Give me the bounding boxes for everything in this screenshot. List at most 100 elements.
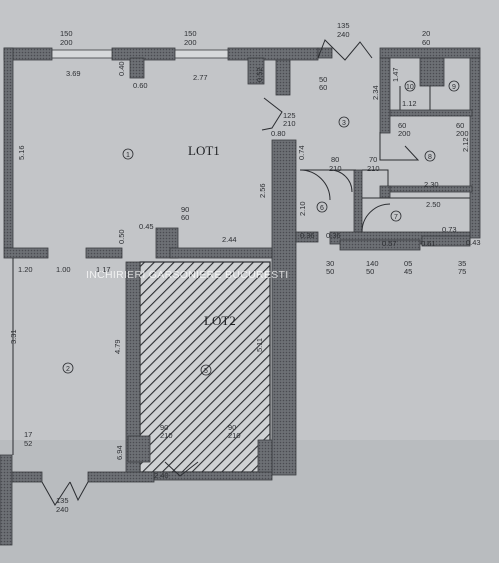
- dim-12a: 140: [366, 259, 379, 268]
- meas-036a: 0.36: [300, 231, 315, 240]
- meas-147: 1.47: [391, 67, 400, 82]
- dim-4a: 20: [422, 29, 430, 38]
- dim-9b: 210: [367, 164, 380, 173]
- dim-10a: 90: [181, 205, 189, 214]
- meas-074: 0.74: [297, 145, 306, 160]
- watermark-text: INCHIRIERI GARSONIERE BUCURESTI: [86, 269, 288, 281]
- dim-18b: 210: [160, 431, 173, 440]
- meas-050: 0.50: [117, 229, 126, 244]
- dim-11a: 30: [326, 259, 334, 268]
- dim-8b: 210: [329, 164, 342, 173]
- dim-7a: 60: [456, 121, 464, 130]
- meas-234: 2.34: [371, 85, 380, 100]
- meas-256: 2.56: [258, 183, 267, 198]
- meas-210: 2.10: [298, 201, 307, 216]
- meas-060: 0.60: [133, 81, 148, 90]
- dim-17a: 50: [319, 75, 327, 84]
- meas-073: 0.73: [442, 225, 457, 234]
- dim-3a: 135: [337, 21, 350, 30]
- dim-1b: 200: [60, 38, 73, 47]
- meas-057: 0.57: [382, 239, 397, 248]
- dim-13a: 05: [404, 259, 412, 268]
- dim-3b: 240: [337, 30, 350, 39]
- lot2-label: LOT2: [204, 313, 236, 328]
- meas-040: 0.40: [117, 61, 126, 76]
- dim-18a: 90: [160, 423, 168, 432]
- dim-15a: 17: [24, 430, 32, 439]
- meas-212: 2.12: [461, 137, 470, 152]
- dim-8a: 80: [331, 155, 339, 164]
- dim-5a: 125: [283, 111, 296, 120]
- dim-15b: 52: [24, 439, 32, 448]
- meas-230: 2.30: [424, 180, 439, 189]
- dim-5b: 210: [283, 119, 296, 128]
- dim-16a: 135: [56, 496, 69, 505]
- room-number-10: 10: [406, 84, 414, 91]
- dim-1a: 150: [60, 29, 73, 38]
- room-number-1: 1: [126, 152, 130, 159]
- meas-112: 1.12: [402, 99, 417, 108]
- meas-043: 0.43: [466, 238, 481, 247]
- room-marker-8: [424, 150, 436, 162]
- walls: [0, 47, 481, 546]
- room-number-2: 2: [66, 366, 70, 373]
- room-number-5: 5: [204, 368, 208, 375]
- partition-lines: [12, 39, 470, 506]
- room-number-7: 7: [394, 214, 398, 221]
- meas-331: 3.31: [9, 329, 18, 344]
- dim-2a: 150: [184, 29, 197, 38]
- room-marker-6: [316, 201, 328, 213]
- meas-369: 3.69: [66, 69, 81, 78]
- meas-240: 2.40: [154, 471, 169, 480]
- room-marker-2: [62, 362, 74, 374]
- room-number-9: 9: [452, 84, 456, 91]
- meas-080: 0.80: [271, 129, 286, 138]
- meas-061: 0.61: [421, 239, 436, 248]
- room-number-3: 3: [342, 120, 346, 127]
- measurement-labels: 3.69 0.40 0.60 2.77 0.52 5.16 0.80 2.34 …: [9, 61, 481, 480]
- dim-10b: 60: [181, 213, 189, 222]
- room-marker-1: [122, 148, 134, 160]
- meas-479: 4.79: [113, 339, 122, 354]
- meas-516: 5.16: [17, 145, 26, 160]
- meas-511: 5.11: [255, 338, 264, 352]
- dim-11b: 50: [326, 267, 334, 276]
- room-marker-9: [448, 80, 460, 92]
- meas-120: 1.20: [18, 265, 33, 274]
- dim-14b: 75: [458, 267, 466, 276]
- dim-17b: 60: [319, 83, 327, 92]
- meas-694: 6.94: [115, 445, 124, 460]
- meas-250: 2.50: [426, 200, 441, 209]
- dim-6a: 60: [398, 121, 406, 130]
- dim-2b: 200: [184, 38, 197, 47]
- dim-19a: 90: [228, 423, 236, 432]
- lot1-label: LOT1: [188, 143, 220, 158]
- meas-277: 2.77: [193, 73, 208, 82]
- room-markers: [62, 80, 460, 376]
- dim-4b: 60: [422, 38, 430, 47]
- dim-13b: 45: [404, 267, 412, 276]
- room-marker-7: [390, 210, 402, 222]
- meas-117: 1.17: [96, 265, 111, 274]
- room-marker-3: [338, 116, 350, 128]
- meas-036b: 0.36: [326, 231, 341, 240]
- room-marker-10: [404, 80, 416, 92]
- dimension-labels: 150 200 150 200 135 240 20 60 125 210 60…: [24, 21, 469, 514]
- dim-19b: 210: [228, 431, 241, 440]
- meas-052: 0.52: [255, 67, 264, 82]
- dim-12b: 50: [366, 267, 374, 276]
- room-number-8: 8: [428, 154, 432, 161]
- dim-14a: 35: [458, 259, 466, 268]
- dim-6b: 200: [398, 129, 411, 138]
- meas-045: 0.45: [139, 222, 154, 231]
- meas-244: 2.44: [222, 235, 237, 244]
- lot2-hatched-area: [139, 261, 271, 473]
- room-numbers: 1 2 3 5 6 7 8 9 10: [66, 84, 456, 375]
- room-number-6: 6: [320, 205, 324, 212]
- room-marker-5: [200, 364, 212, 376]
- dim-9a: 70: [369, 155, 377, 164]
- meas-100: 1.00: [56, 265, 71, 274]
- dim-7b: 200: [456, 129, 469, 138]
